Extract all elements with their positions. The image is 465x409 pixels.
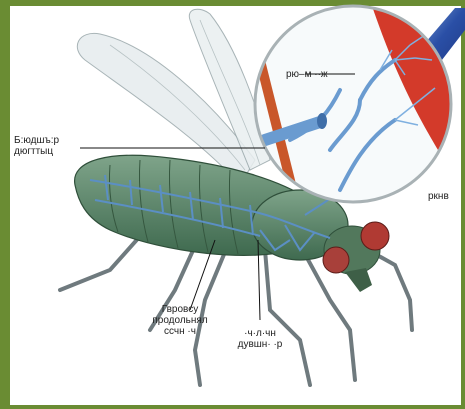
tracheae-small-label: ·ч·л·чн дувшн· ·р	[220, 328, 300, 350]
tracheae-small-line-2: дувшн· ·р	[220, 339, 300, 350]
spiracle-label-line-2: дюгттыц	[14, 146, 59, 157]
tracheae-main-line-1: Гвровсу	[140, 304, 220, 315]
spiracle-label-line-1: Б:юдшъ:р	[14, 135, 59, 146]
spiracle-label: Б:юдшъ:р дюгттыц	[14, 135, 59, 157]
tracheae-main-line-3: ссчн ·ч	[140, 326, 220, 337]
tracheae-small-line-1: ·ч·л·чн	[220, 328, 300, 339]
zoom-label: рю–м ··ж	[286, 69, 328, 80]
tracheae-main-label: Гвровсу продольнял ссчн ·ч	[140, 304, 220, 337]
eye-left	[323, 247, 349, 273]
eye-right	[361, 222, 389, 250]
tracheae-main-line-2: продольнял	[140, 315, 220, 326]
right-label: ркнв	[428, 191, 449, 202]
